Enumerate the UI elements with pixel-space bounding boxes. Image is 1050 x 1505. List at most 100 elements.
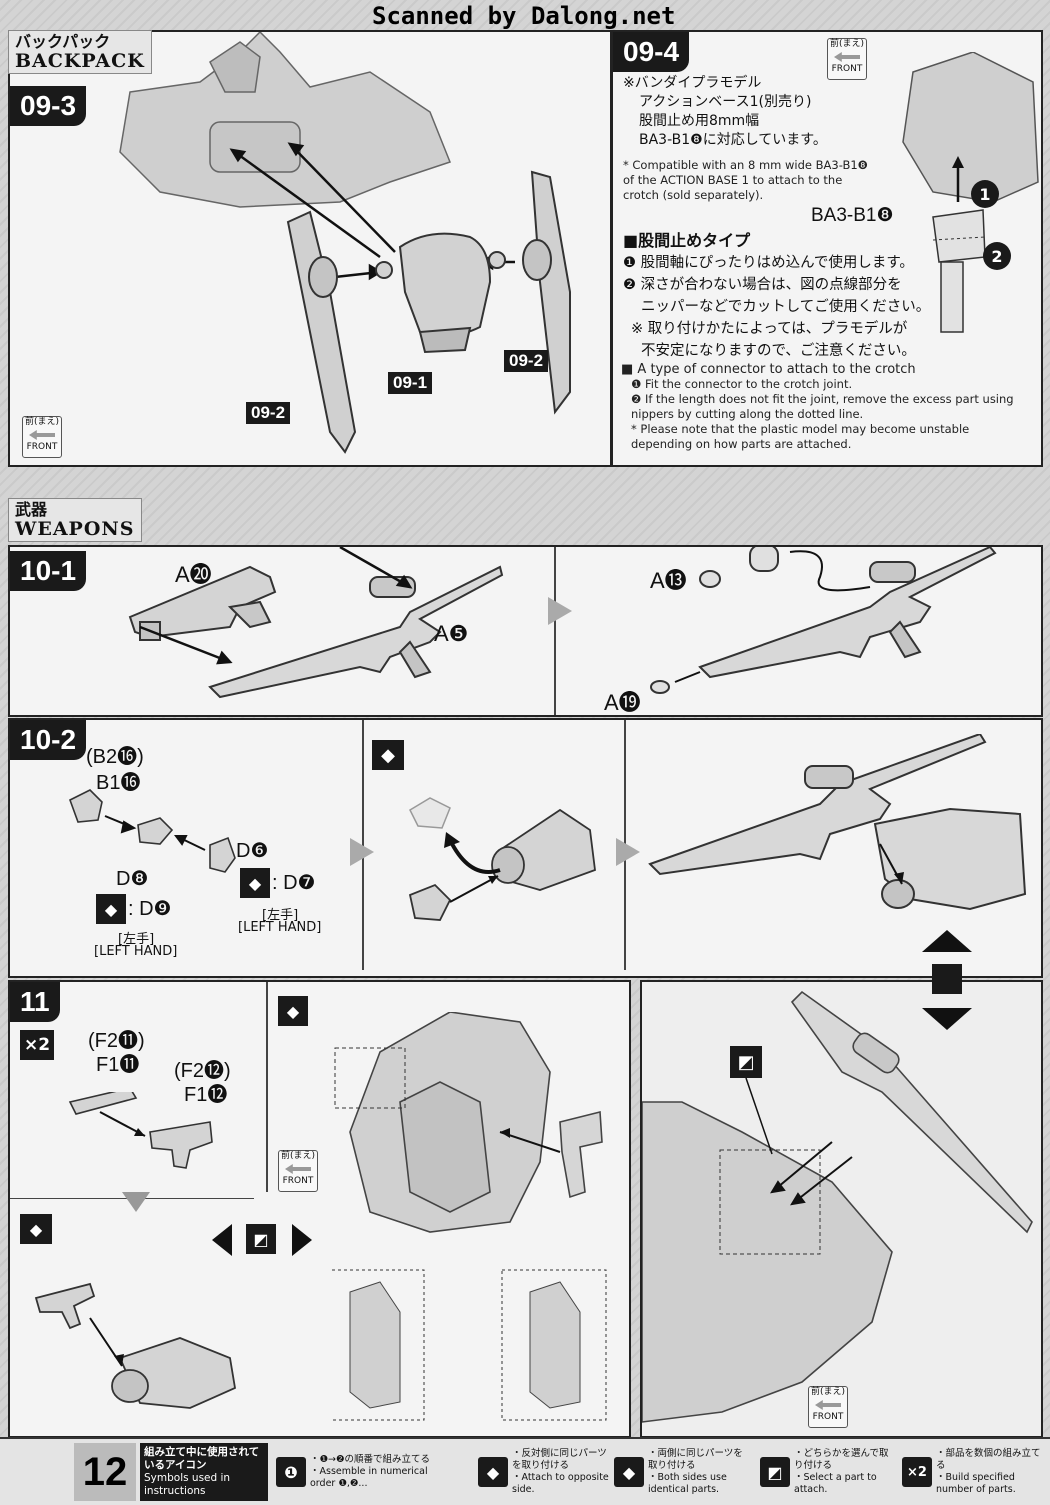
footer-legend: 12 組み立て中に使用されているアイコン Symbols used in ins… <box>0 1437 1050 1505</box>
part-d9: : D❾ <box>128 898 172 920</box>
svg-text:2: 2 <box>991 247 1002 266</box>
part-f2-11: (F2⓫) <box>88 1030 145 1052</box>
legend-text: ・どちらかを選んで取り付ける・Select a part to attach. <box>794 1448 894 1496</box>
choose-arrows <box>212 1224 312 1256</box>
symbols-title-en: Symbols used in instructions <box>144 1472 231 1497</box>
legend-jp: ・❶→❷の順番で組み立てる <box>310 1454 430 1465</box>
legend-en: ・Build specified number of parts. <box>936 1472 1016 1495</box>
part-tag-09-2-right: 09-2 <box>504 350 549 372</box>
left-hand-jp-2: [左手] <box>118 932 155 947</box>
crotch-connector-drawing: 1 2 <box>902 52 1039 333</box>
front-label-en: FRONT <box>831 64 863 74</box>
weapons-title-en: WEAPONS <box>15 518 135 540</box>
connector-step-2-en: ❷ If the length does not fit the joint, … <box>631 392 1014 421</box>
part-f2-12: (F2⓬) <box>174 1060 231 1082</box>
both-sides-icon: ◆ <box>614 1457 644 1487</box>
connector-type-jp: ■股間止めタイプ ❶ 股間軸にぴったりはめ込んで使用します。 ❷ 深さが合わない… <box>623 230 953 362</box>
connector-caution-2: 不安定になりますので、ご注意ください。 <box>641 343 916 359</box>
rifle-in-hand-drawing <box>648 734 1027 911</box>
backpack-panel: 09-3 09-1 09-2 09-2 前(まえ) FRONT <box>8 30 612 467</box>
choose-part-icon: ◩ <box>246 1224 276 1254</box>
connector-step-1: ❶ 股間軸にぴったりはめ込んで使用します。 <box>623 255 914 271</box>
front-label-jp: 前(まえ) <box>810 1387 846 1397</box>
left-hand-en-2: [LEFT HAND] <box>94 944 178 959</box>
part-code-ba3: BA3-B1❽ <box>811 205 894 226</box>
left-hand-en: [LEFT HAND] <box>238 920 322 935</box>
hand-attach-drawing <box>408 797 596 921</box>
connector-step-2b: ニッパーなどでカットしてご使用ください。 <box>641 299 931 315</box>
both-sides-icon: ◆ <box>372 740 404 770</box>
multiplier-icon: ×2 <box>902 1457 932 1487</box>
legend-numerical-order: ❶ ・❶→❷の順番で組み立てる・Assemble in numerical or… <box>276 1445 430 1499</box>
hand-assembly-drawing <box>69 789 236 873</box>
opposite-side-icon: ◆ <box>96 894 126 924</box>
legend-jp: ・反対側に同じパーツを取り付ける <box>512 1448 607 1471</box>
compat-line-4: BA3-B1❽に対応しています。 <box>639 132 827 148</box>
part-a19: A⓳ <box>604 690 641 715</box>
backpack-drawing <box>119 32 571 454</box>
legend-en: ・Select a part to attach. <box>794 1472 877 1495</box>
weapons-title-jp: 武器 <box>15 500 48 519</box>
legend-text: ・部品を数個の組み立てる・Build specified number of p… <box>936 1448 1046 1496</box>
legend-text: ・両側に同じパーツを取り付ける・Both sides use identical… <box>648 1448 752 1496</box>
next-arrow-icon <box>548 597 572 625</box>
legend-jp: ・両側に同じパーツを取り付ける <box>648 1448 743 1471</box>
connector-step-1-en: ❶ Fit the connector to the crotch joint. <box>631 377 853 391</box>
svg-text:1: 1 <box>979 185 990 204</box>
step-11: 11 <box>10 982 60 1022</box>
front-badge-11: 前(まえ) FRONT <box>278 1150 318 1192</box>
legend-en: ・Assemble in numerical order ❶,❷... <box>310 1466 428 1489</box>
front-arrow-icon <box>834 52 860 62</box>
part-d6: D❻ <box>236 840 269 862</box>
choose-part-icon: ◩ <box>730 1046 762 1078</box>
step-divider-4 <box>266 982 268 1192</box>
part-d8: D❽ <box>116 868 149 890</box>
front-badge-09-4: 前(まえ) FRONT <box>827 38 867 80</box>
front-arrow-icon <box>29 430 55 440</box>
compat-line-3: 股間止め用8mm幅 <box>639 113 760 129</box>
front-badge-mount: 前(まえ) FRONT <box>808 1386 848 1428</box>
step-09-4: 09-4 <box>613 32 690 72</box>
scan-credit: Scanned by Dalong.net <box>372 2 676 30</box>
opposite-side-icon: ◆ <box>240 868 270 898</box>
waist-attach-drawing <box>330 1012 607 1421</box>
part-d7: : D❼ <box>272 872 316 894</box>
step-09-4-panel: 09-4 前(まえ) FRONT ※バンダイプラモデル アクションベース1(別売… <box>611 30 1043 467</box>
front-label-jp: 前(まえ) <box>829 39 865 49</box>
choose-updown-arrow <box>922 930 972 1030</box>
symbols-title: 組み立て中に使用されているアイコン Symbols used in instru… <box>140 1443 268 1501</box>
left-hand-jp: [左手] <box>262 908 299 923</box>
front-badge: 前(まえ) FRONT <box>22 416 62 458</box>
both-sides-icon: ◆ <box>20 1214 52 1244</box>
symbols-title-jp: 組み立て中に使用されているアイコン <box>144 1446 260 1471</box>
part-a8: A❽ <box>720 547 754 549</box>
legend-opposite-side: ◆ ・反対側に同じパーツを取り付ける・Attach to opposite si… <box>478 1445 612 1499</box>
part-f1-12: F1⓬ <box>184 1084 228 1106</box>
rifle-mount-panel: ◩ 前(まえ) FRONT <box>640 980 1043 1438</box>
front-arrow-icon <box>815 1400 841 1410</box>
part-b2-16: (B2⓰) <box>86 746 144 768</box>
front-label-en: FRONT <box>282 1176 314 1186</box>
front-label-en: FRONT <box>26 442 58 452</box>
front-label-jp: 前(まえ) <box>24 417 60 427</box>
rifle-mount-drawing <box>642 990 1033 1423</box>
legend-text: ・反対側に同じパーツを取り付ける・Attach to opposite side… <box>512 1448 612 1496</box>
part-b1-16: B1⓰ <box>96 772 141 794</box>
part-a20: A⓴ <box>175 562 212 587</box>
legend-en: ・Both sides use identical parts. <box>648 1472 727 1495</box>
compat-line-2: アクションベース1(別売り) <box>639 94 812 110</box>
part-tag-09-2-left: 09-2 <box>246 402 291 424</box>
compat-note-en: * Compatible with an 8 mm wide BA3-B1❽ o… <box>623 158 868 202</box>
connector-type-title: ■股間止めタイプ <box>623 231 751 250</box>
part-tag-09-1: 09-1 <box>388 372 433 394</box>
step-11-panel: 11 ×2 (F2⓫) F1⓫ (F2⓬) F1⓬ ◆ ◩ <box>8 980 631 1438</box>
front-label-en: FRONT <box>812 1412 844 1422</box>
step-divider <box>554 547 556 715</box>
compat-note-jp: ※バンダイプラモデル アクションベース1(別売り) 股間止め用8mm幅 BA3-… <box>623 74 863 150</box>
legend-multiple: ×2 ・部品を数個の組み立てる・Build specified number o… <box>902 1445 1046 1499</box>
connector-step-2: ❷ 深さが合わない場合は、図の点線部分を <box>623 277 902 293</box>
compat-line-1: ※バンダイプラモデル <box>623 75 762 91</box>
legend-en: ・Attach to opposite side. <box>512 1472 609 1495</box>
side-gun-assembly-drawing <box>68 1092 213 1212</box>
choose-part-icon: ◩ <box>760 1457 790 1487</box>
